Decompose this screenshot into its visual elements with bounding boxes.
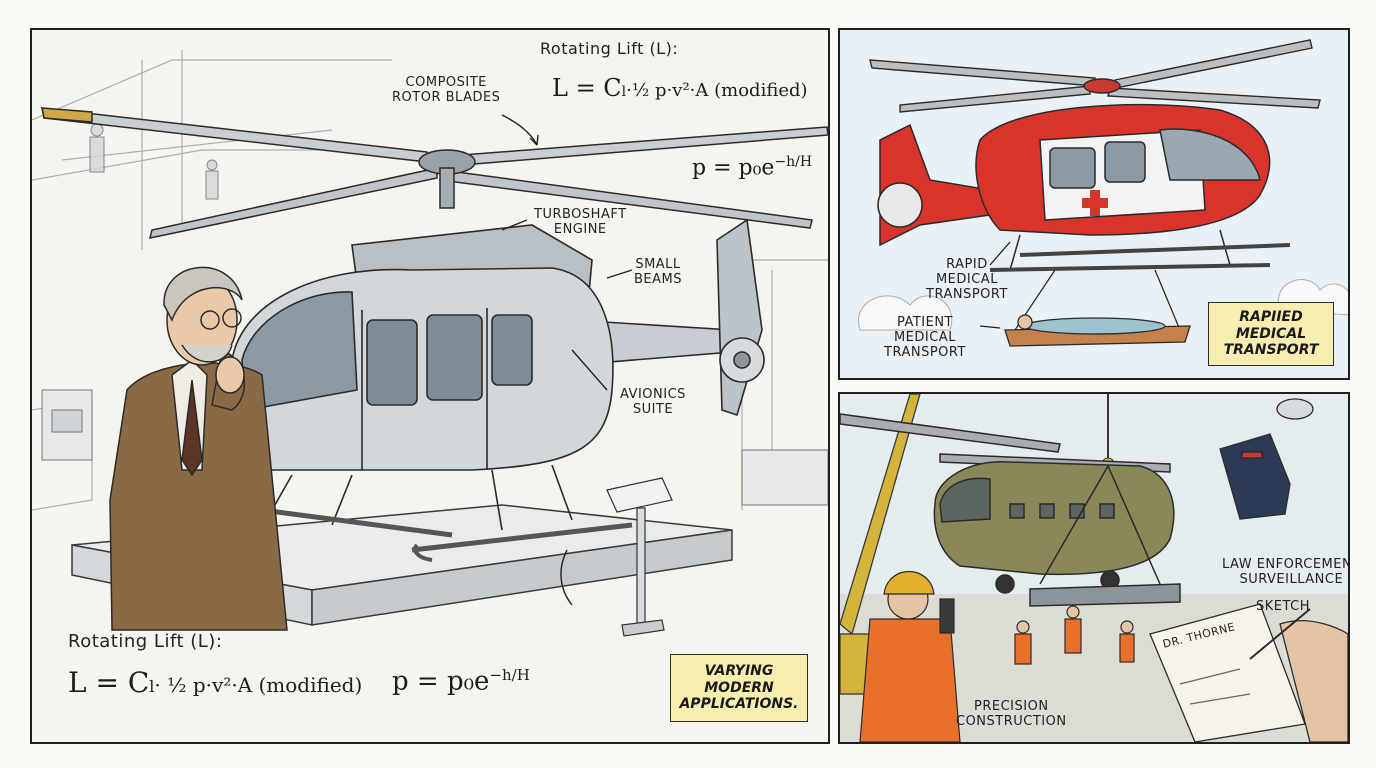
label-avionics-suite: AVIONICS SUITE bbox=[620, 387, 686, 417]
main-rotor bbox=[41, 107, 828, 239]
air-density-formula: p = p₀e−h/H bbox=[692, 154, 813, 181]
medical-helicopter bbox=[877, 103, 1291, 272]
label-patient-medical-transport: PATIENT MEDICAL TRANSPORT bbox=[884, 315, 966, 360]
label-composite-rotor-blades: COMPOSITE ROTOR BLADES bbox=[392, 75, 501, 105]
main-illustration-panel: Rotating Lift (L): L = Cl·½ p·v²·A (modi… bbox=[30, 28, 830, 744]
annotation-arrows bbox=[501, 114, 633, 606]
steel-beam bbox=[1029, 465, 1181, 607]
police-car bbox=[1219, 398, 1314, 520]
bottom-lift-formula: L = Cl· ½ p·v²·A (modified) bbox=[68, 666, 363, 699]
label-small-beams: SMALL BEAMS bbox=[634, 257, 682, 287]
background-visitors bbox=[89, 123, 219, 200]
construction-workers bbox=[859, 571, 1135, 742]
varying-applications-callout: VARYING MODERN APPLICATIONS. bbox=[670, 654, 808, 722]
medical-transport-panel: RAPID MEDICAL TRANSPORT PATIENT MEDICAL … bbox=[838, 28, 1350, 380]
bottom-lift-title: Rotating Lift (L): bbox=[68, 631, 223, 652]
chinook-helicopter bbox=[840, 413, 1175, 594]
info-placard bbox=[606, 477, 673, 637]
professor-figure bbox=[109, 266, 288, 631]
medical-scene bbox=[857, 39, 1348, 347]
display-helicopter bbox=[229, 218, 765, 562]
rotor-lift-title: Rotating Lift (L): bbox=[540, 39, 679, 58]
main-scene bbox=[32, 50, 828, 637]
bottom-density-formula: p = p₀e−h/H bbox=[392, 666, 530, 697]
sketch-notebook bbox=[1149, 603, 1348, 742]
rapid-medical-callout: RAPIIED MEDICAL TRANSPORT bbox=[1208, 302, 1334, 366]
label-rapid-medical-transport: RAPID MEDICAL TRANSPORT bbox=[926, 257, 1008, 302]
operations-scene bbox=[840, 394, 1348, 742]
label-law-enforcement-surveillance: LAW ENFORCEMENT SURVEILLANCE bbox=[1222, 557, 1348, 587]
rotor-lift-formula: L = Cl·½ p·v²·A (modified) bbox=[552, 74, 808, 102]
label-precision-construction: PRECISION CONSTRUCTION bbox=[956, 699, 1067, 729]
crane bbox=[840, 394, 921, 695]
label-turboshaft-engine: TURBOSHAFT ENGINE bbox=[534, 207, 627, 237]
label-sketch: SKETCH bbox=[1256, 599, 1311, 614]
patient-stretcher bbox=[1004, 269, 1191, 347]
construction-police-panel: LAW ENFORCEMENT SURVEILLANCE SKETCH DR. … bbox=[838, 392, 1350, 744]
